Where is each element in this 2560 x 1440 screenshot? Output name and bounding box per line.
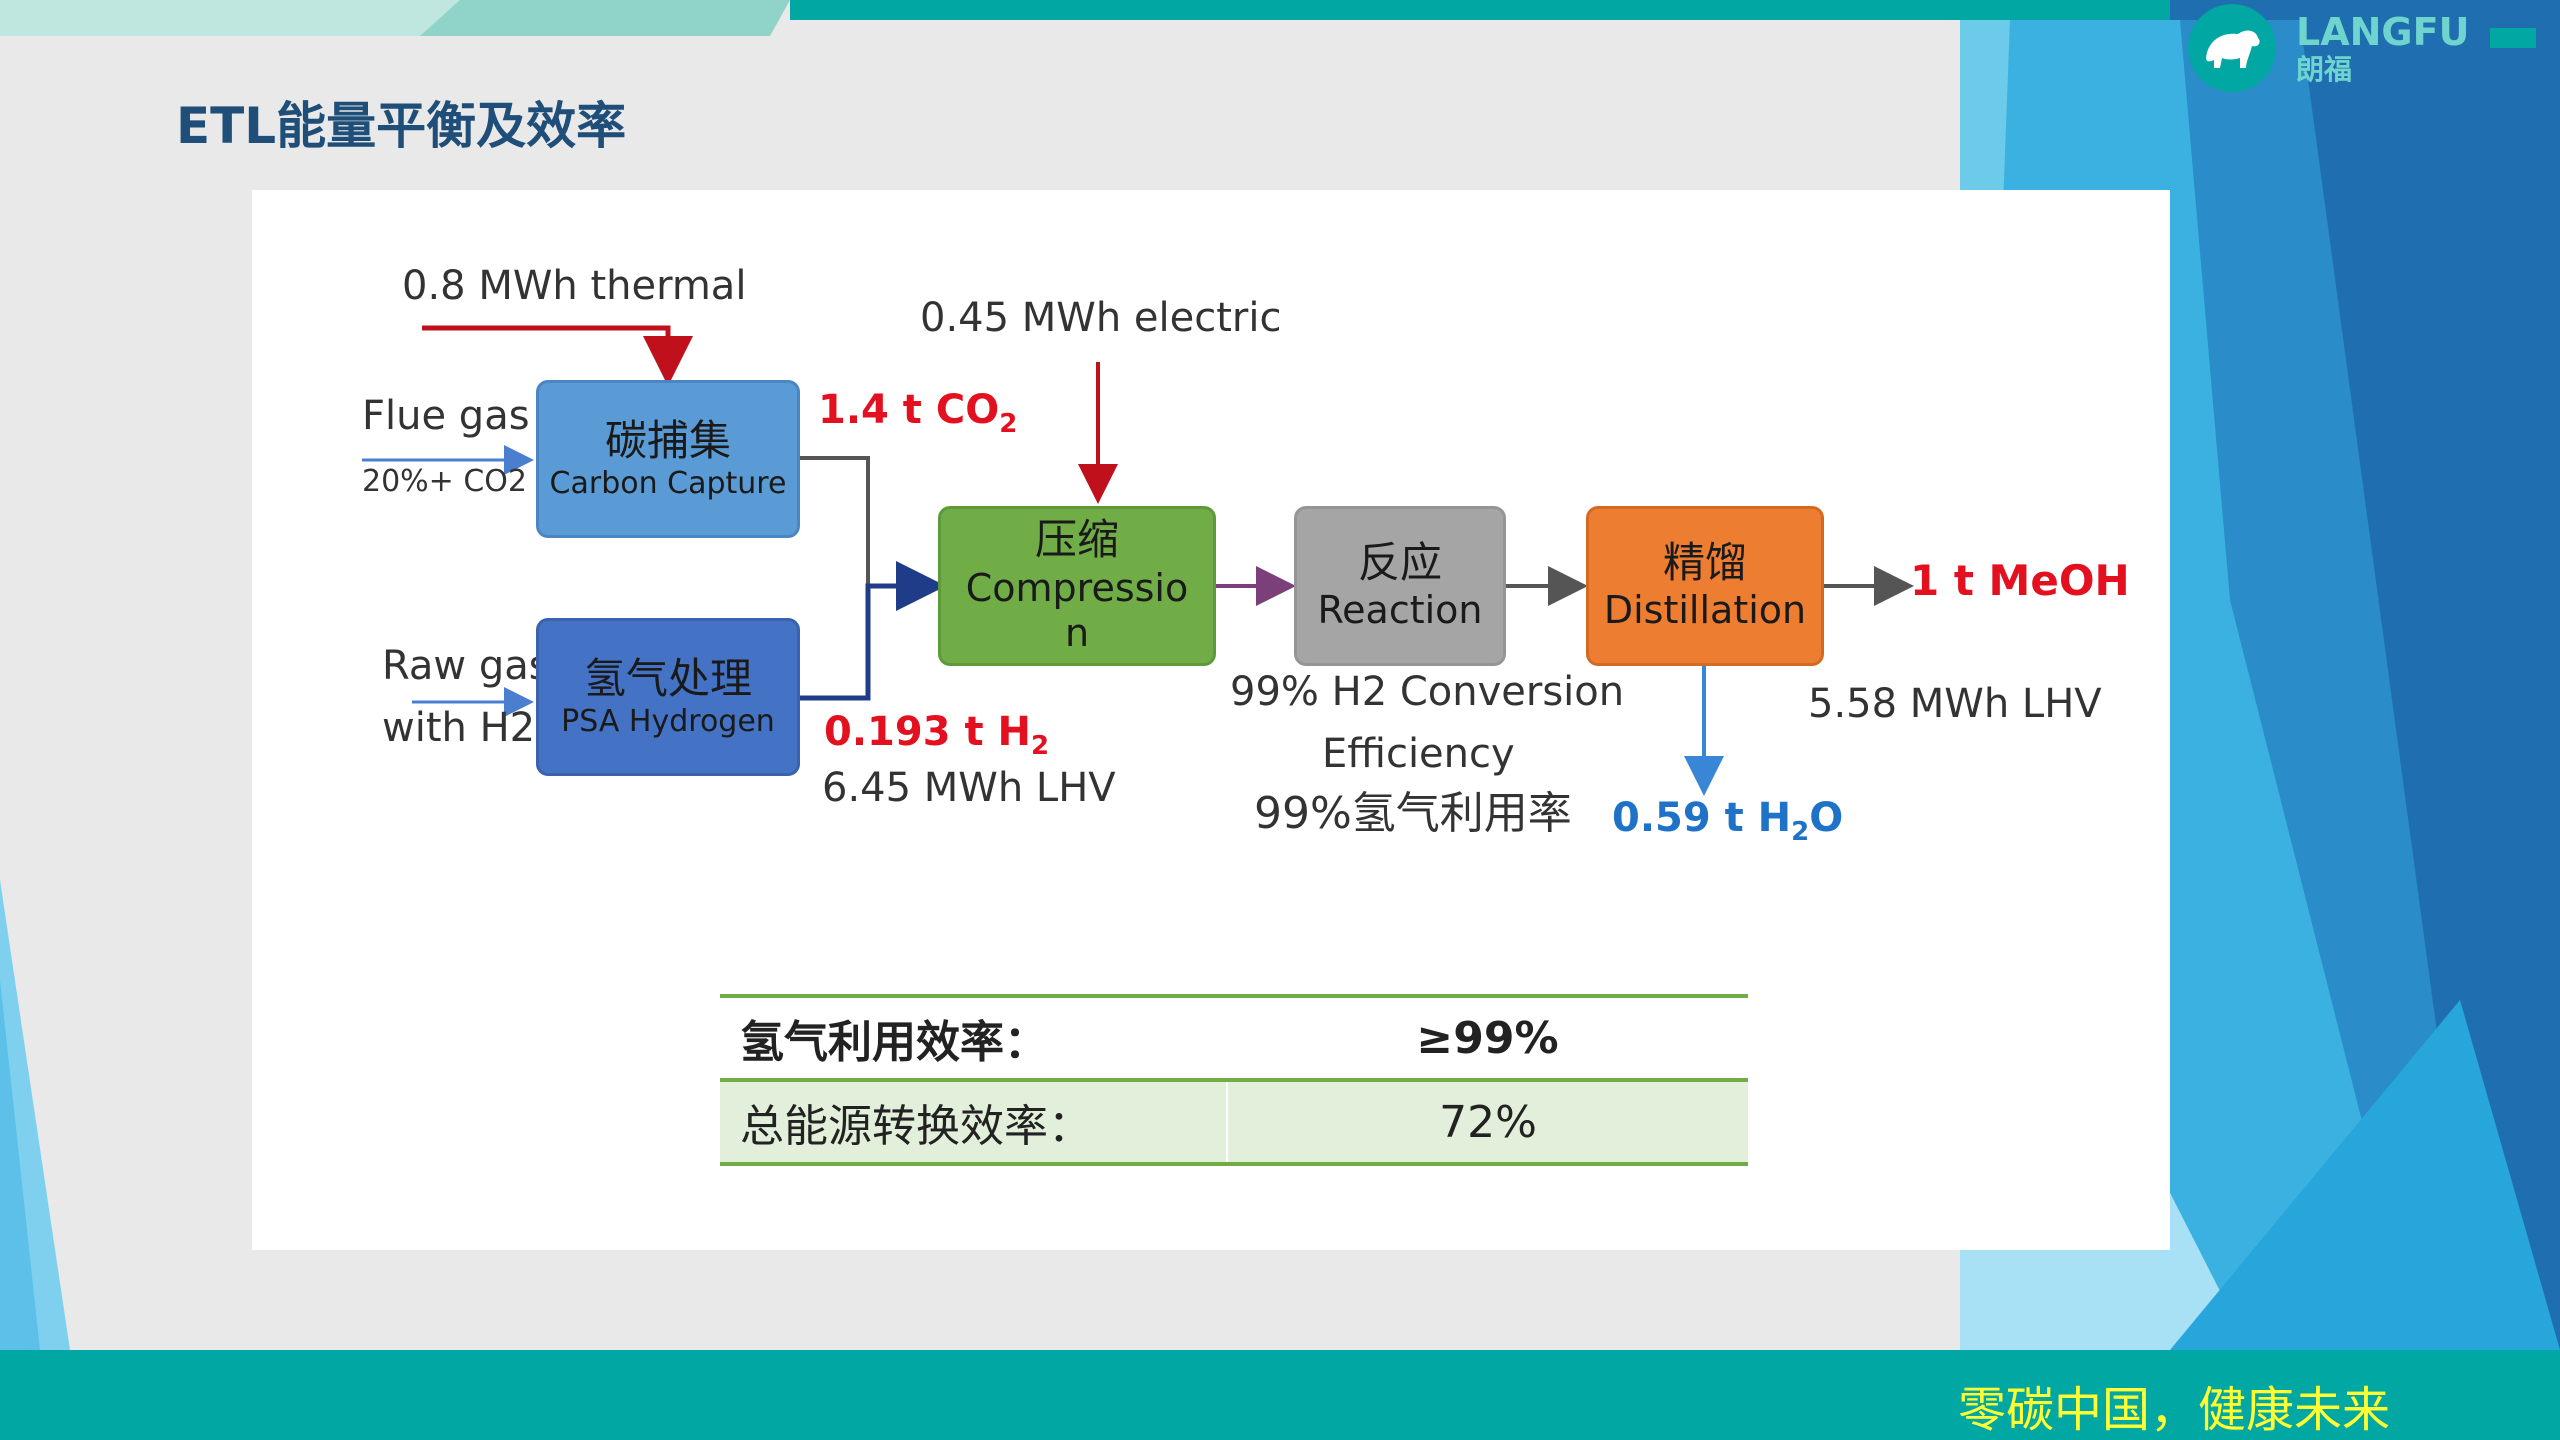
water-output-sub: 2 xyxy=(1791,817,1810,847)
psa-hydrogen-en: PSA Hydrogen xyxy=(561,704,775,740)
distillation-zh: 精馏 xyxy=(1662,538,1747,587)
footer-slogan: 零碳中国，健康未来 xyxy=(1958,1382,2391,1438)
reaction-en: Reaction xyxy=(1317,588,1483,633)
slide-title: ETL能量平衡及效率 xyxy=(176,97,627,155)
carbon-capture-zh: 碳捕集 xyxy=(604,415,731,465)
distillation-en: Distillation xyxy=(1603,588,1807,633)
water-output-label: 0.59 t H2O xyxy=(1612,794,1843,848)
flue-gas-label: Flue gas xyxy=(362,393,530,439)
polar-bear-icon xyxy=(2188,4,2276,92)
carbon-capture-node: 碳捕集 Carbon Capture xyxy=(536,380,800,538)
conversion-label-zh: 99%氢气利用率 xyxy=(1254,788,1572,839)
efficiency-label: 总能源转换效率： xyxy=(720,1080,1228,1166)
h2-flow-label: 0.193 t H2 xyxy=(824,708,1049,762)
co2-flow-label: 1.4 t CO2 xyxy=(818,386,1017,440)
efficiency-value: 72% xyxy=(1227,1080,1748,1166)
reaction-zh: 反应 xyxy=(1357,538,1442,587)
flow-connectors xyxy=(362,325,1914,796)
brand-logo: LANGFU 朗福 xyxy=(2186,2,2506,94)
meoh-lhv-label: 5.58 MWh LHV xyxy=(1808,681,2102,727)
co2-flow-sub: 2 xyxy=(999,409,1018,439)
water-output-tail: O xyxy=(1809,795,1844,841)
compression-zh: 压缩 xyxy=(1034,515,1119,565)
efficiency-value: ≥99% xyxy=(1227,994,1748,1082)
reaction-node: 反应 Reaction xyxy=(1294,506,1506,666)
h2-lhv-label: 6.45 MWh LHV xyxy=(822,765,1116,811)
compression-en-wrap: n xyxy=(1064,611,1090,656)
distillation-node: 精馏 Distillation xyxy=(1586,506,1824,666)
logo-brand-zh: 朗福 xyxy=(2296,53,2353,86)
h2-flow-main: 0.193 t H xyxy=(824,709,1031,755)
table-row: 总能源转换效率： 72% xyxy=(720,1080,1748,1166)
flue-gas-note: 20%+ CO2 xyxy=(362,464,527,499)
electric-input-label: 0.45 MWh electric xyxy=(920,295,1282,341)
raw-gas-label-line2: with H2 xyxy=(382,705,536,751)
logo-brand-en: LANGFU xyxy=(2296,10,2470,54)
compression-en: Compressio xyxy=(965,565,1189,610)
conversion-label-line2: Efficiency xyxy=(1322,731,1515,777)
thermal-input-label: 0.8 MWh thermal xyxy=(402,263,747,309)
efficiency-label: 氢气利用效率： xyxy=(720,994,1227,1082)
carbon-capture-en: Carbon Capture xyxy=(549,466,787,502)
psa-hydrogen-zh: 氢气处理 xyxy=(583,653,752,703)
h2-flow-sub: 2 xyxy=(1030,731,1050,761)
water-output-main: 0.59 t H xyxy=(1612,795,1792,841)
efficiency-table: 氢气利用效率： ≥99% 总能源转换效率： 72% xyxy=(720,994,1748,1166)
raw-gas-label: Raw gas xyxy=(382,643,550,689)
psa-hydrogen-node: 氢气处理 PSA Hydrogen xyxy=(536,618,800,776)
table-row: 氢气利用效率： ≥99% xyxy=(720,994,1748,1082)
footer-bar xyxy=(0,1350,2560,1440)
co2-flow-main: 1.4 t CO xyxy=(818,387,1000,433)
meoh-output-label: 1 t MeOH xyxy=(1910,556,2130,605)
compression-node: 压缩 Compressio n xyxy=(938,506,1216,666)
diagram-panel: 0.8 MWh thermal 0.45 MWh electric Flue g… xyxy=(252,190,2170,1250)
conversion-label-line1: 99% H2 Conversion xyxy=(1230,669,1625,715)
